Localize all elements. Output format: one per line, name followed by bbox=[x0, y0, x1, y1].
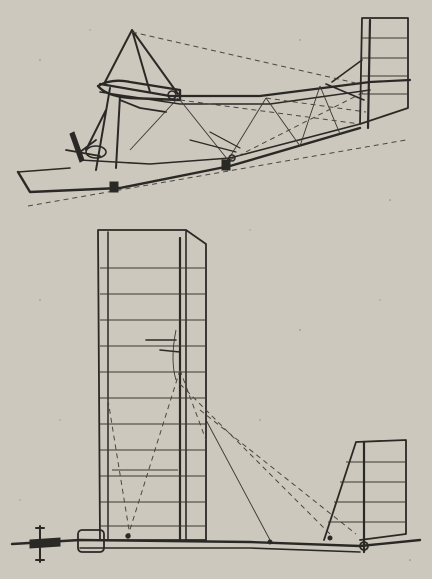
boom-plan bbox=[10, 538, 422, 548]
rear-brace bbox=[189, 131, 241, 153]
skid bbox=[16, 126, 362, 194]
skid-front bbox=[17, 167, 71, 173]
bracing-wires bbox=[131, 31, 369, 161]
skid-block-rear bbox=[221, 159, 231, 171]
nose-elevator-plan bbox=[29, 525, 105, 563]
tail-plan bbox=[323, 439, 407, 554]
fuselage-truss bbox=[129, 85, 341, 161]
seat-frame bbox=[119, 99, 167, 113]
bolt-marks bbox=[125, 533, 333, 545]
wing-pylon bbox=[103, 29, 179, 95]
hinge-point bbox=[167, 90, 177, 100]
upper-longeron bbox=[98, 78, 412, 98]
wing-ribs bbox=[100, 267, 206, 527]
boom-plan-lower bbox=[79, 547, 361, 553]
nose-elevator-side bbox=[65, 131, 107, 163]
paper-texture bbox=[19, 29, 411, 561]
skid-block-front bbox=[109, 181, 119, 193]
plan-view bbox=[10, 229, 422, 563]
tail-bracing-wires bbox=[179, 383, 357, 541]
tail-fin-side bbox=[325, 17, 409, 130]
control-arc bbox=[172, 329, 177, 381]
side-view bbox=[16, 17, 412, 207]
wing-outline bbox=[97, 229, 207, 541]
lower-longeron bbox=[79, 123, 361, 165]
aileron-control bbox=[145, 339, 181, 353]
wing-root-fairing bbox=[96, 79, 182, 102]
ground-reference-line bbox=[27, 139, 407, 207]
rear-joint bbox=[228, 154, 236, 162]
wing-bracing bbox=[107, 369, 207, 537]
